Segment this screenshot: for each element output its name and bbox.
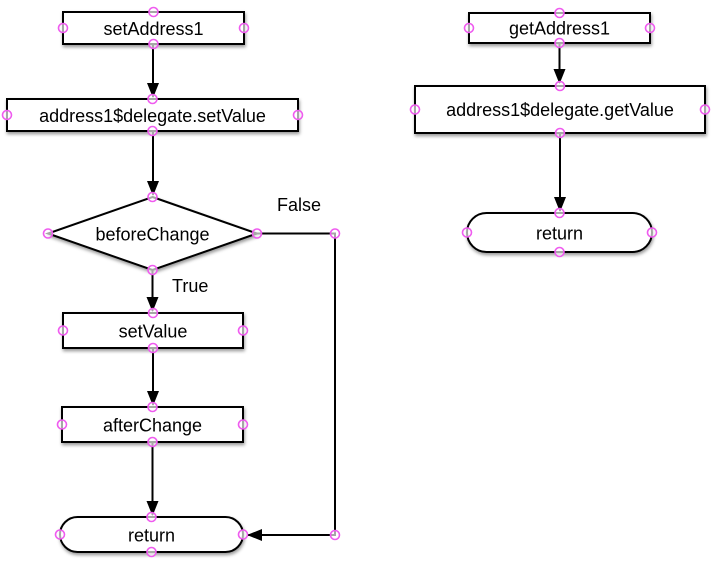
connection-handle[interactable] — [554, 7, 565, 19]
node-label: setValue — [119, 322, 188, 342]
connection-handle[interactable] — [147, 401, 158, 413]
connection-handle[interactable] — [251, 228, 263, 239]
connection-handle[interactable] — [329, 529, 341, 541]
connection-handles — [1, 6, 711, 558]
connection-handle[interactable] — [148, 6, 159, 18]
connection-handle[interactable] — [147, 342, 159, 354]
connection-handle[interactable] — [554, 37, 565, 49]
connection-handle[interactable] — [292, 109, 304, 121]
connection-handle[interactable] — [147, 93, 158, 105]
process-box[interactable] — [414, 85, 706, 134]
edge-label-true: True — [172, 276, 208, 296]
node-label: address1$delegate.setValue — [39, 106, 266, 126]
node-return-get[interactable]: return — [466, 212, 653, 253]
node-label: afterChange — [103, 416, 202, 436]
node-label: return — [128, 526, 175, 546]
node-after-change[interactable]: afterChange — [61, 406, 244, 443]
connection-handle[interactable] — [57, 22, 69, 34]
connection-handle[interactable] — [147, 264, 158, 276]
connection-handle[interactable] — [409, 104, 421, 115]
connection-handle[interactable] — [646, 227, 658, 238]
connection-handle[interactable] — [148, 38, 159, 50]
connection-handle[interactable] — [1, 109, 13, 121]
connection-handle[interactable] — [237, 529, 249, 540]
connection-handle[interactable] — [461, 227, 473, 238]
connection-handle[interactable] — [238, 22, 250, 34]
connector-false-beforechange-to-return[interactable] — [247, 232, 336, 541]
connection-handle[interactable] — [56, 419, 68, 430]
connection-handle[interactable] — [644, 22, 656, 34]
node-label: getAddress1 — [509, 19, 610, 39]
node-label: return — [536, 224, 583, 244]
connection-handle[interactable] — [42, 228, 54, 239]
node-before-change[interactable]: beforeChange — [44, 195, 261, 272]
connection-handle[interactable] — [57, 325, 69, 336]
connection-handle[interactable] — [54, 529, 66, 540]
connection-handle[interactable] — [554, 127, 566, 139]
connection-handle[interactable] — [237, 419, 249, 430]
connection-handle[interactable] — [554, 80, 566, 92]
process-box[interactable] — [61, 406, 244, 443]
connection-handle[interactable] — [147, 125, 158, 137]
node-label: address1$delegate.getValue — [446, 100, 674, 120]
connection-handle[interactable] — [554, 246, 565, 258]
connectors — [146, 43, 566, 541]
connection-handle[interactable] — [147, 436, 158, 448]
connection-handle[interactable] — [147, 307, 159, 319]
connection-handle[interactable] — [699, 104, 711, 115]
edge-label-false: False — [277, 195, 321, 215]
connection-handle[interactable] — [329, 228, 341, 239]
node-label: beforeChange — [95, 225, 209, 245]
connection-handle[interactable] — [554, 207, 565, 219]
connection-handle[interactable] — [237, 325, 249, 336]
connection-handle[interactable] — [146, 546, 157, 558]
node-label: setAddress1 — [103, 19, 203, 39]
connection-handle[interactable] — [146, 511, 157, 523]
connection-handle[interactable] — [147, 191, 158, 203]
node-get-delegate[interactable]: address1$delegate.getValue — [414, 85, 706, 134]
connection-handle[interactable] — [463, 22, 475, 34]
